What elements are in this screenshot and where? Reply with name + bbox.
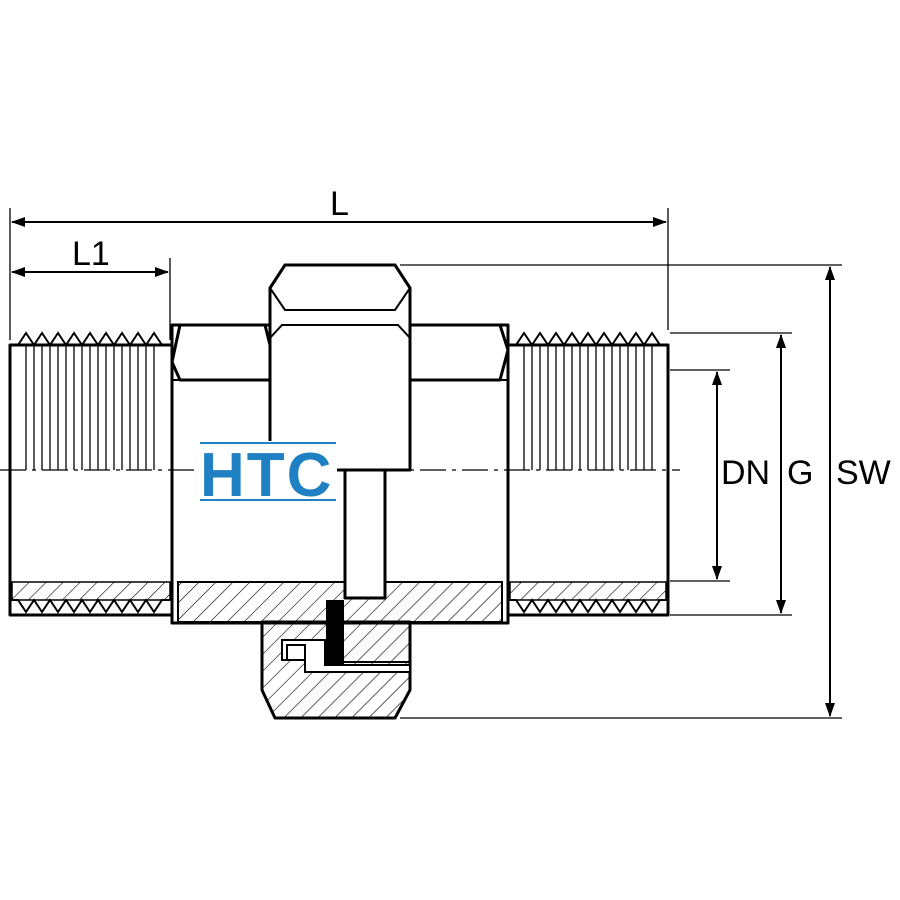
dim-label-l1: L1 <box>72 235 110 273</box>
dim-label-g: G <box>787 454 813 492</box>
union-nut-hex <box>268 263 412 472</box>
htc-logo: HTC <box>200 441 337 510</box>
logo-text: HTC <box>200 441 333 510</box>
right-threaded-end <box>506 331 670 617</box>
dimension-thread-length: L1 <box>11 235 171 340</box>
dim-label-sw: SW <box>836 454 891 492</box>
dim-label-l: L <box>330 185 349 223</box>
dimension-thread-size: G <box>670 332 813 616</box>
dimension-wrench-size: SW <box>400 264 891 719</box>
left-top-threads <box>10 331 170 347</box>
left-threaded-end <box>8 331 174 617</box>
dimension-overall-length: L <box>9 185 669 340</box>
dimension-nominal-diameter: DN <box>670 369 770 582</box>
right-bottom-threads <box>508 598 668 614</box>
left-bottom-threads <box>10 598 170 614</box>
union-nut-section <box>260 600 412 720</box>
right-top-threads <box>508 331 668 347</box>
seal-ring <box>326 600 344 666</box>
dim-label-dn: DN <box>721 454 770 492</box>
